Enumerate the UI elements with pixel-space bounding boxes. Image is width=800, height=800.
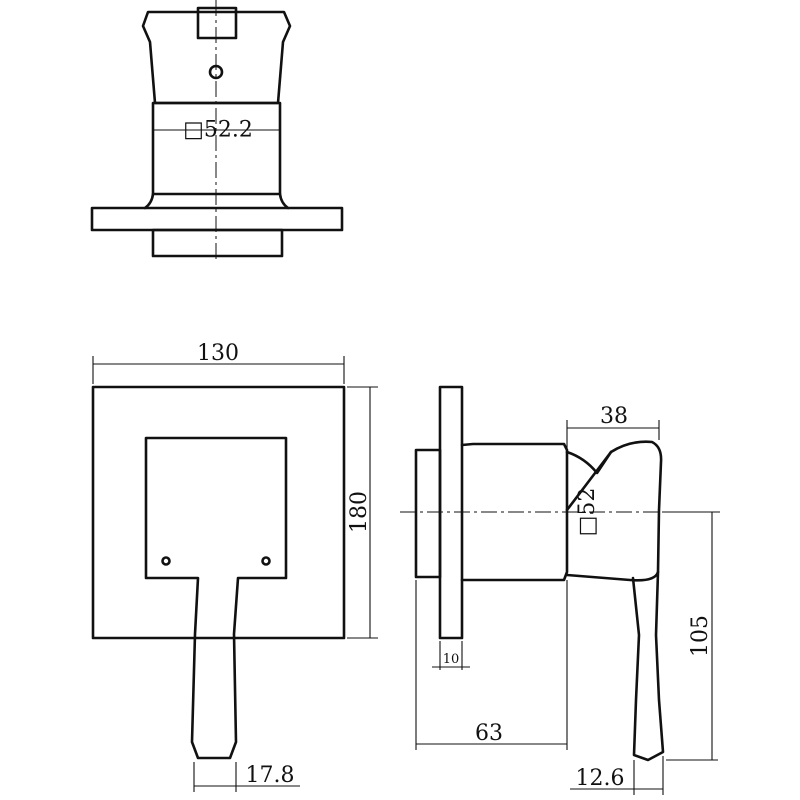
side-view-chamfer xyxy=(565,450,613,512)
side-view: 38 □52 10 63 105 12.6 xyxy=(400,385,720,795)
offset-dimension: 10 xyxy=(443,652,460,667)
handle-height-dimension: 105 xyxy=(688,615,713,657)
side-view-lever-top xyxy=(565,440,663,582)
side-square-dimension: □52 xyxy=(575,488,600,537)
side-view-handle xyxy=(631,570,665,762)
width-dimension: 130 xyxy=(197,341,239,366)
front-view-hole-left xyxy=(161,556,171,566)
height-dimension: 180 xyxy=(347,491,372,533)
top-view-handle-tab xyxy=(196,6,238,40)
handle-width-front-dimension: 17.8 xyxy=(246,763,295,788)
side-view-spigot xyxy=(414,448,442,579)
front-view: 130 180 17.8 xyxy=(91,341,378,792)
top-view: □52.2 xyxy=(90,0,344,262)
reach-dimension: 63 xyxy=(475,721,503,746)
front-view-hole-right xyxy=(261,556,271,566)
handle-width-side-dimension: 12.6 xyxy=(576,766,625,791)
front-view-plate xyxy=(91,385,346,640)
top-view-flange xyxy=(90,206,344,232)
depth-dimension: 38 xyxy=(600,404,628,429)
top-square-dimension: □52.2 xyxy=(183,118,253,143)
front-view-handle xyxy=(144,436,288,760)
top-view-spigot xyxy=(151,228,284,258)
